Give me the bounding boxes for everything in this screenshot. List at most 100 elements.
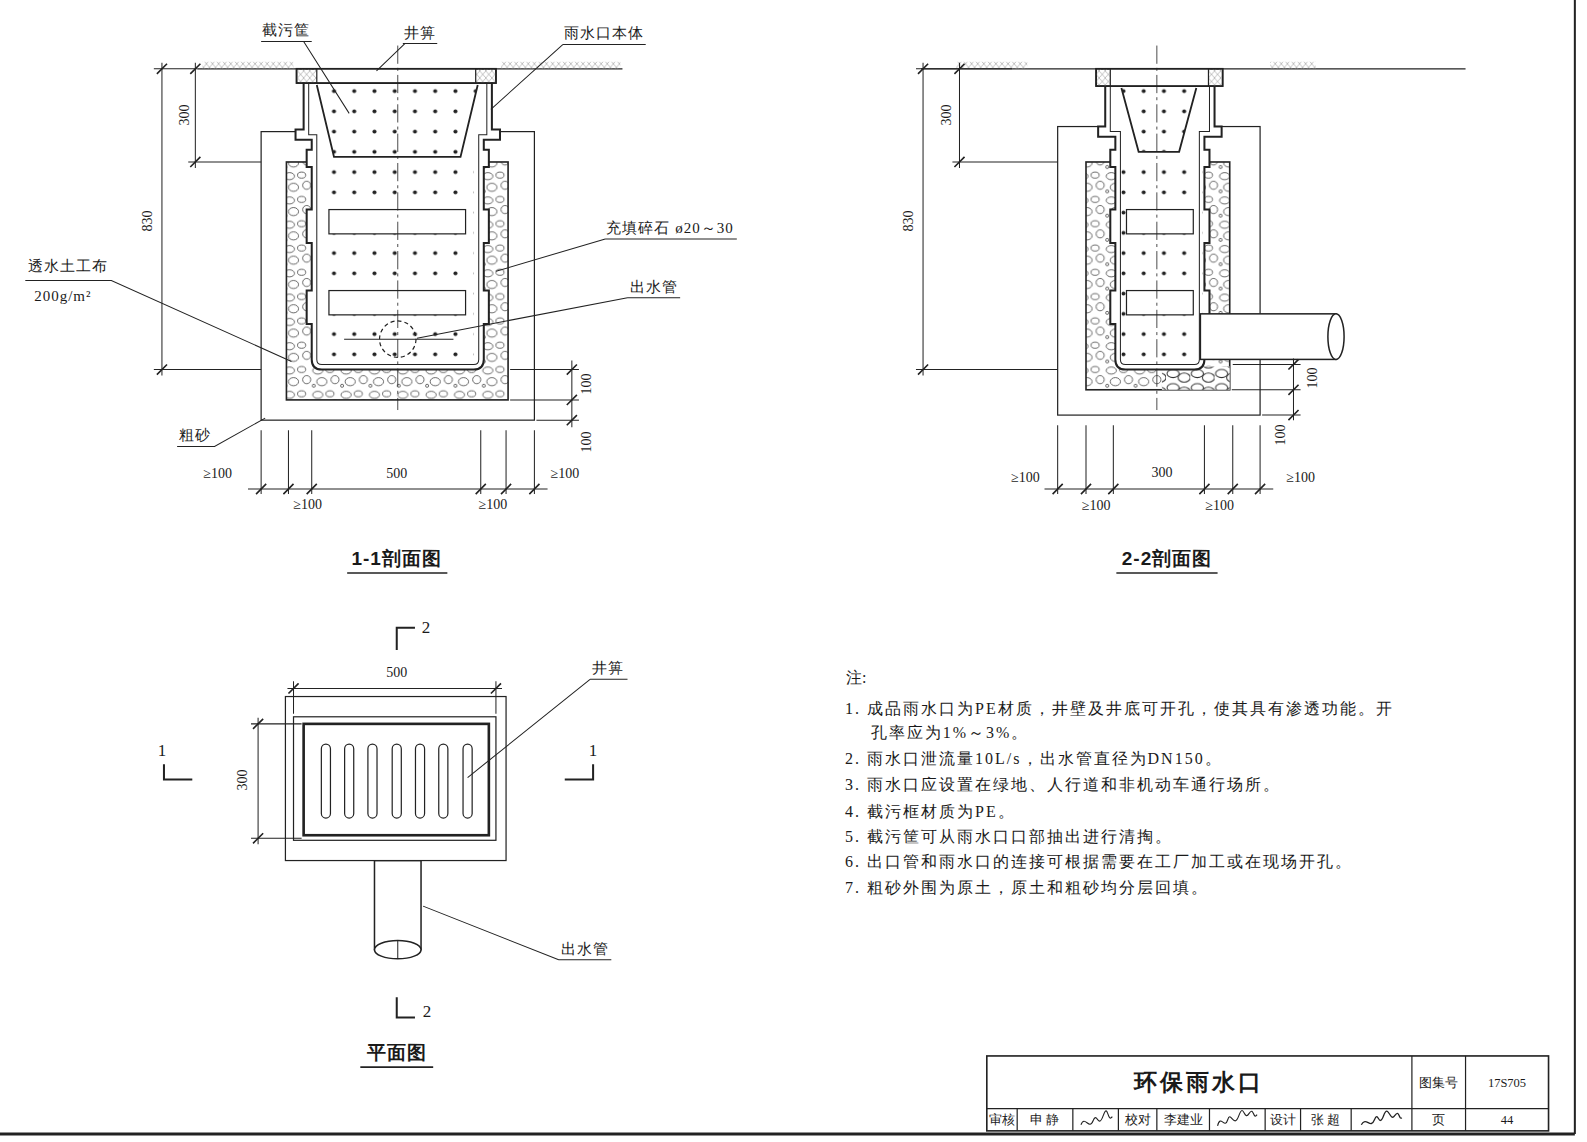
dimension-line [195, 63, 196, 168]
perforations [1121, 167, 1202, 359]
ground-hatch [501, 62, 620, 69]
debris-basket [1121, 88, 1196, 152]
dimension: 300 [939, 104, 956, 127]
grate-frame [297, 69, 317, 83]
wall-slot [329, 291, 466, 315]
leader-line [377, 44, 438, 71]
drawing-title: 环保雨水口 [1133, 1070, 1265, 1098]
section-mark: 2 [422, 1002, 433, 1022]
title-block [1465, 1056, 1466, 1131]
callout-label: 截污筐 [261, 21, 311, 39]
note: 7. 粗砂外围为原土，原土和粗砂均分层回填。 [845, 876, 1407, 900]
title-block-cell: 44 [1500, 1112, 1515, 1127]
title-block-cell: 校对 [1124, 1112, 1152, 1127]
grate-frame [1096, 69, 1223, 86]
inlet-wall [1110, 86, 1209, 364]
wall-slot [1126, 210, 1193, 234]
dimension-line [258, 718, 259, 845]
title-block-cell: 李建业 [1163, 1112, 1204, 1127]
center-line [397, 46, 398, 410]
dimension: 500 [385, 665, 408, 682]
dimension-line [154, 68, 198, 69]
dimension: 830 [139, 209, 156, 232]
leader-line [423, 679, 627, 959]
title-block-cell: 张 超 [1310, 1112, 1341, 1127]
dimension: 300 [177, 104, 194, 127]
note: 2. 雨水口泄流量10L/s，出水管直径为DN150。 [845, 747, 1407, 771]
grate-slot [415, 744, 424, 818]
dimension-line [916, 369, 1058, 370]
grate-frame [1096, 69, 1110, 86]
section-2-2 [916, 46, 1466, 573]
note: 6. 出口管和雨水口的连接可根据需要在工厂加工或在现场开孔。 [845, 850, 1407, 874]
section-mark [164, 764, 192, 779]
callout-label: 雨水口本体 [563, 24, 645, 42]
grate-slot [321, 744, 472, 818]
leader-line [261, 42, 349, 114]
outlet-pipe [374, 861, 421, 950]
section-mark: 1 [157, 741, 168, 761]
grate-frame [476, 69, 496, 83]
leader-line [468, 679, 628, 777]
dimension-line [251, 681, 502, 844]
title-block-cell: 17S705 [1487, 1076, 1527, 1091]
section-mark [397, 997, 415, 1017]
signature [1081, 1111, 1112, 1125]
signature [1218, 1110, 1257, 1125]
grate-slot [321, 744, 330, 818]
leader-line [423, 906, 611, 960]
note: 1. 成品雨水口为PE材质，井壁及井底可开孔，使其具有渗透功能。开 孔率应为1%… [845, 697, 1407, 745]
title-block [987, 1056, 1549, 1131]
section-title: 2-2剖面图 [1121, 547, 1213, 570]
dimension-line [1045, 488, 1274, 489]
dimension: ≥100 [1285, 469, 1316, 486]
title-block-cell: 页 [1431, 1112, 1446, 1127]
outlet-pipe [1328, 314, 1344, 360]
section-mark [397, 628, 415, 650]
callout-label: 出水管 [560, 940, 610, 958]
title-block [987, 1108, 1549, 1109]
dimension: ≥100 [292, 497, 323, 514]
dimension-line [188, 161, 261, 162]
title-block-cell: 审核 [988, 1112, 1016, 1127]
title-block [1411, 1056, 1412, 1131]
plan-view [164, 628, 628, 1067]
dimension-line [294, 681, 496, 713]
dimension: 100 [1273, 424, 1290, 447]
dimension: ≥100 [1081, 498, 1112, 515]
dimension-line [154, 369, 261, 370]
grate [304, 724, 489, 835]
section-mark [565, 764, 593, 779]
dimension-line [1232, 389, 1301, 390]
title-block [1017, 1109, 1351, 1131]
dimension-line [510, 399, 579, 400]
dimension: 100 [1304, 366, 1321, 389]
dimension-line [923, 63, 924, 376]
dimension-line [248, 488, 548, 489]
title-underline [1116, 572, 1217, 574]
dimension-line [287, 688, 502, 689]
ground-hatch [956, 62, 1027, 69]
title-block-cell: 申 静 [1029, 1112, 1060, 1127]
dimension-line [916, 68, 1012, 69]
section-1-1 [25, 42, 737, 574]
dimension-line [510, 369, 579, 370]
dimension-line [157, 64, 577, 494]
grate-frame [1208, 69, 1222, 86]
dimension: 300 [234, 768, 251, 791]
callout-label: 井箅 [403, 24, 437, 42]
dimension-line [916, 63, 1301, 494]
section-mark: 1 [588, 741, 599, 761]
callout-label: 粗砂 [178, 426, 212, 444]
leader-line [177, 418, 265, 446]
dimension: 100 [579, 431, 596, 454]
callout-label: 出水管 [629, 278, 679, 296]
title-block [987, 1056, 1549, 1131]
outlet-pipe [374, 941, 421, 959]
wall-slot [329, 210, 466, 234]
dimension: ≥100 [549, 465, 580, 482]
frame-outline [294, 717, 496, 841]
dimension-line [253, 683, 501, 843]
leader-line [496, 239, 737, 271]
